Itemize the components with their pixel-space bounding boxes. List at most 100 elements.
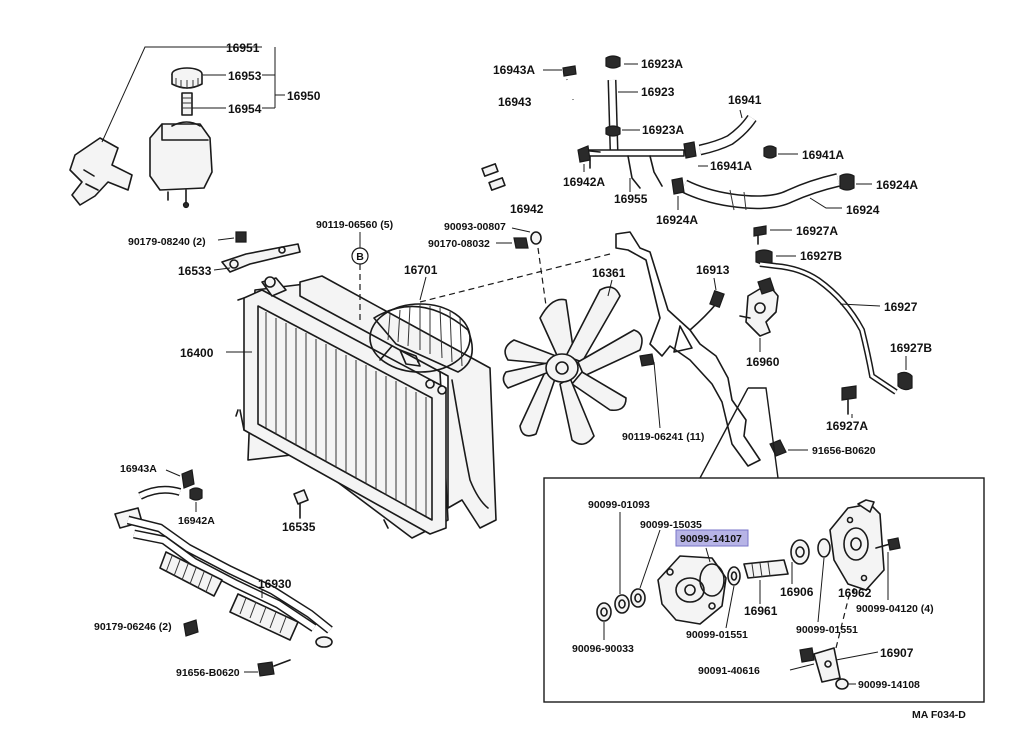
bracket-16533[interactable] — [221, 243, 301, 273]
hose-16924[interactable] — [680, 173, 840, 211]
clip-16941A-right[interactable] — [763, 145, 777, 159]
bolt-90179-08240[interactable] — [235, 231, 247, 243]
gear-16906[interactable] — [790, 539, 810, 565]
clip-16942A-left[interactable] — [189, 487, 203, 501]
oring-90099-01551-right[interactable] — [817, 538, 831, 558]
oring-90099-14107[interactable] — [699, 563, 725, 597]
detail-callout-lines — [699, 387, 779, 479]
label-16923A-mid: 16923A — [642, 123, 684, 137]
fan-shroud-16701[interactable] — [299, 275, 497, 529]
label-90096-90033: 90096-90033 — [572, 643, 634, 655]
reservoir-assembly — [69, 67, 213, 209]
label-16923: 16923 — [641, 85, 675, 99]
label-16943A-top: 16943A — [493, 63, 535, 77]
circle-b-label: B — [356, 251, 364, 263]
bolt-91656-B0620-right[interactable] — [769, 439, 787, 457]
clip-16927A-bottom[interactable] — [841, 385, 857, 415]
label-90099-01093: 90099-01093 — [588, 499, 650, 511]
label-16924: 16924 — [846, 203, 880, 217]
label-16950: 16950 — [287, 89, 321, 103]
radiator-core-fins — [265, 312, 427, 516]
label-16962: 16962 — [838, 586, 872, 600]
label-16943: 16943 — [498, 95, 532, 109]
label-90119-06241: 90119-06241 (11) — [622, 431, 704, 443]
clip-16927B-right[interactable] — [897, 371, 913, 391]
hose-16941[interactable] — [698, 114, 757, 156]
bolt-90099-04120[interactable] — [875, 537, 901, 551]
label-90119-06560: 90119-06560 (5) — [316, 219, 393, 231]
label-16941: 16941 — [728, 93, 762, 107]
hose-assembly-16930[interactable] — [114, 485, 333, 648]
seal-90096-90033[interactable] — [596, 602, 612, 622]
clip-16923A-mid[interactable] — [605, 125, 621, 137]
oring-90099-15035[interactable] — [630, 588, 646, 608]
clip-16942A-top[interactable] — [577, 145, 591, 163]
washer-90099-14108[interactable] — [835, 678, 849, 690]
housing-16962[interactable] — [829, 499, 885, 591]
label-16907: 16907 — [880, 646, 914, 660]
oring-90099-01551-left[interactable] — [727, 566, 741, 586]
circle-b-callout: B — [351, 247, 369, 265]
hose-16943[interactable] — [481, 79, 601, 191]
clip-16923A-top[interactable] — [605, 55, 621, 69]
clip-16943A-top[interactable] — [562, 65, 577, 77]
clip-16924A-right[interactable] — [839, 173, 855, 191]
clip-16943A-left[interactable] — [181, 469, 195, 489]
nut-90170-08032[interactable] — [513, 237, 529, 249]
sensor-16913[interactable] — [689, 289, 725, 331]
label-16927A-top: 16927A — [796, 224, 838, 238]
label-16961: 16961 — [744, 604, 778, 618]
bolt-90179-06246[interactable] — [183, 619, 199, 637]
label-90170-08032: 90170-08032 — [428, 238, 490, 250]
label-16927A-bottom: 16927A — [826, 419, 868, 433]
diagram-code: MA F034-D — [912, 709, 966, 721]
label-16943A-left: 16943A — [120, 463, 157, 475]
highlight-90099-14107[interactable]: 90099-14107 — [675, 529, 749, 547]
label-16400: 16400 — [180, 346, 214, 360]
label-16942A-top: 16942A — [563, 175, 605, 189]
plate-16907[interactable] — [813, 647, 841, 683]
leader-16951 — [101, 46, 262, 143]
label-16960: 16960 — [746, 355, 780, 369]
label-16906: 16906 — [780, 585, 814, 599]
label-16701: 16701 — [404, 263, 438, 277]
reservoir-strainer[interactable] — [181, 92, 193, 116]
label-16535: 16535 — [282, 520, 316, 534]
bracket-16950 — [262, 47, 285, 109]
label-16942A-left: 16942A — [178, 515, 215, 527]
clip-16927A-top[interactable] — [753, 225, 767, 245]
label-16941A-right: 16941A — [802, 148, 844, 162]
label-16953: 16953 — [228, 69, 262, 83]
shroud-to-fan-dash — [419, 253, 611, 303]
clip-16924A-bottom[interactable] — [671, 177, 685, 195]
part-labels: 16951 16953 16954 16950 16943A 16923A 16… — [94, 41, 966, 721]
washer-90099-01093[interactable] — [614, 594, 630, 614]
label-16927: 16927 — [884, 300, 918, 314]
fan-bracket[interactable] — [615, 231, 761, 467]
label-91656-B0620-right: 91656-B0620 — [812, 445, 876, 457]
label-16533: 16533 — [178, 264, 212, 278]
pipe-16927[interactable] — [759, 261, 898, 395]
clip-16941A-left[interactable] — [683, 141, 697, 159]
hose-16923[interactable] — [607, 79, 619, 151]
pump-body[interactable] — [657, 555, 727, 625]
label-16361: 16361 — [592, 266, 626, 280]
bolt-90119-06241[interactable] — [639, 353, 655, 367]
plug-16535[interactable] — [293, 489, 309, 519]
label-16927B-right: 16927B — [890, 341, 932, 355]
bolt-90091-40616[interactable] — [799, 647, 815, 663]
label-90099-14108: 90099-14108 — [858, 679, 920, 691]
component-16960[interactable] — [739, 277, 779, 337]
shaft-16961[interactable] — [743, 559, 789, 579]
reservoir-tank[interactable] — [149, 123, 213, 191]
clip-16927B-top[interactable] — [755, 249, 773, 265]
label-16924A-bottom: 16924A — [656, 213, 698, 227]
label-90099-01551-right: 90099-01551 — [796, 624, 858, 636]
washer-90093-00807[interactable] — [530, 231, 542, 245]
bolt-91656-B0620-left[interactable] — [257, 659, 291, 677]
label-16955: 16955 — [614, 192, 648, 206]
label-16941A-left: 16941A — [710, 159, 752, 173]
label-90179-08240: 90179-08240 (2) — [128, 236, 206, 248]
cooling-fan-16361[interactable] — [502, 286, 643, 445]
